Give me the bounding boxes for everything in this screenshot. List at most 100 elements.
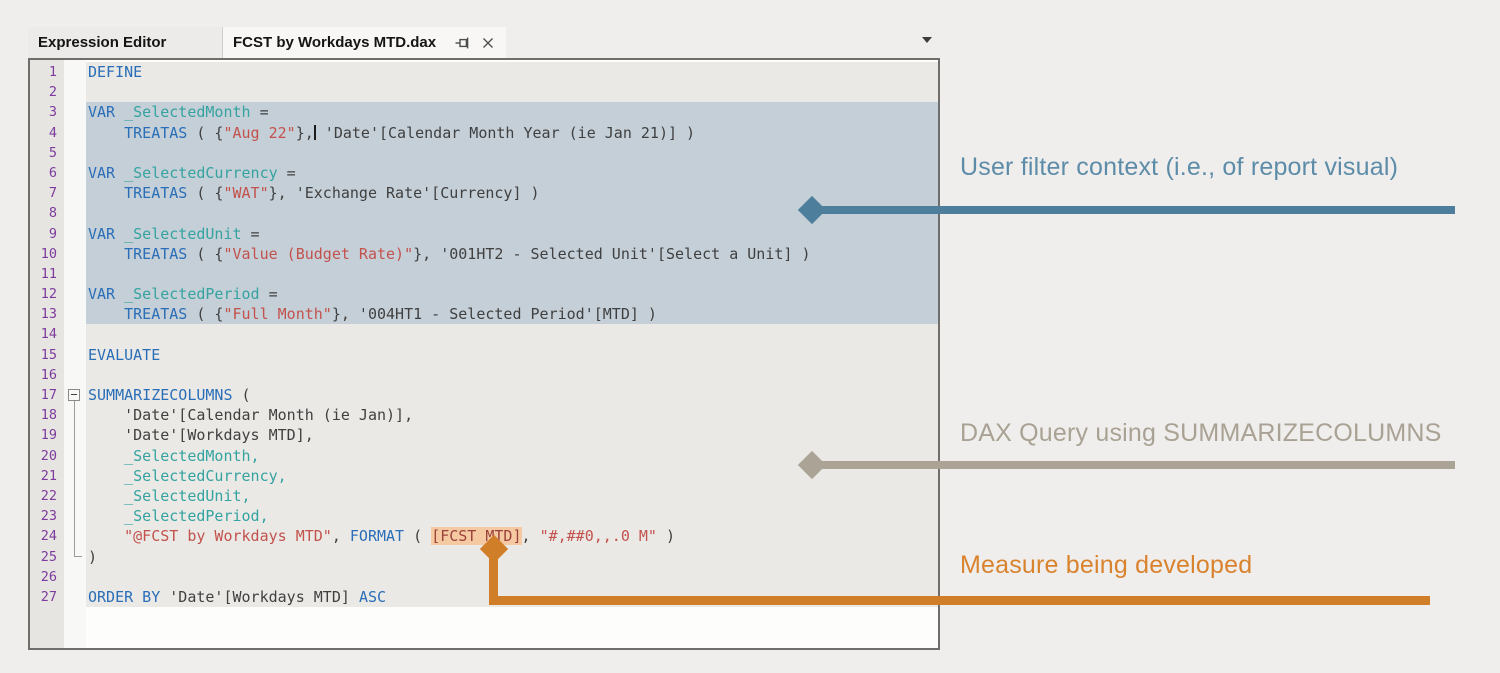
line-number: 24: [40, 528, 57, 545]
code-token: [88, 527, 124, 545]
code-token: =: [259, 285, 278, 304]
line-number: 22: [40, 487, 57, 504]
code-token: [115, 285, 124, 303]
code-text[interactable]: [86, 82, 938, 103]
fold-margin: [64, 224, 86, 244]
fold-connector: [74, 401, 75, 406]
connector-stem-measure: [489, 550, 498, 605]
code-text[interactable]: 'Date'[Workdays MTD],: [86, 425, 938, 446]
code-line: 7 TREATAS ( {"WAT"}, 'Exchange Rate'[Cur…: [30, 183, 938, 204]
code-text[interactable]: _SelectedPeriod,: [86, 506, 938, 527]
code-token: ASC: [358, 587, 387, 606]
fold-margin: [64, 345, 86, 365]
code-token: EVALUATE: [88, 345, 161, 364]
fold-connector: [74, 405, 75, 426]
code-text[interactable]: [86, 324, 938, 345]
line-number: 5: [48, 144, 57, 161]
line-number: 27: [40, 588, 57, 605]
connector-line-filter-context: [810, 206, 1455, 214]
code-text[interactable]: VAR _SelectedMonth =: [86, 102, 938, 123]
code-token: (: [232, 386, 251, 404]
code-token: VAR: [88, 224, 116, 243]
code-token: _SelectedMonth: [124, 103, 251, 122]
line-number: 21: [40, 467, 57, 484]
fold-connector: [74, 526, 75, 547]
code-text[interactable]: [86, 203, 938, 224]
code-token: TREATAS: [124, 244, 188, 263]
fold-margin: [64, 365, 86, 385]
line-number: 19: [40, 427, 57, 444]
code-text[interactable]: _SelectedCurrency,: [86, 465, 938, 486]
fold-margin: [64, 203, 86, 223]
code-line: 21 _SelectedCurrency,: [30, 465, 938, 486]
code-token: }, '001HT2 - Selected Unit'[Select a Uni…: [413, 244, 811, 263]
code-text[interactable]: [86, 263, 938, 285]
text-cursor: [313, 124, 316, 140]
line-number: 8: [48, 205, 57, 222]
code-token: SUMMARIZECOLUMNS: [88, 386, 233, 404]
code-token: [88, 507, 124, 525]
code-text[interactable]: TREATAS ( {"WAT"}, 'Exchange Rate'[Curre…: [86, 183, 938, 204]
line-number: 11: [40, 265, 57, 282]
code-text[interactable]: VAR _SelectedPeriod =: [86, 284, 938, 305]
code-token: },: [295, 123, 314, 142]
panel-title: Expression Editor: [28, 27, 223, 58]
code-token: =: [250, 103, 269, 122]
code-text[interactable]: 'Date'[Calendar Month (ie Jan)],: [86, 405, 938, 426]
code-text[interactable]: _SelectedMonth,: [86, 445, 938, 466]
code-text[interactable]: [86, 566, 938, 587]
code-text[interactable]: VAR _SelectedCurrency =: [86, 162, 938, 184]
code-text[interactable]: [86, 364, 938, 385]
code-text[interactable]: TREATAS ( {"Value (Budget Rate)"}, '001H…: [86, 243, 938, 264]
code-token: _SelectedUnit,: [124, 486, 251, 505]
chevron-down-icon[interactable]: [922, 37, 932, 43]
code-text[interactable]: _SelectedUnit,: [86, 485, 938, 507]
code-text[interactable]: DEFINE: [86, 62, 938, 83]
fold-margin: [64, 82, 86, 102]
tab-fcst-by-workdays-mtd[interactable]: FCST by Workdays MTD.dax: [223, 27, 506, 58]
code-token: ORDER BY: [88, 587, 161, 606]
code-token: "Value (Budget Rate)": [223, 244, 414, 263]
code-line: 23 _SelectedPeriod,: [30, 506, 938, 527]
line-number: 20: [40, 447, 57, 464]
pushpin-icon[interactable]: [454, 35, 470, 51]
line-number: 18: [40, 407, 57, 424]
code-token: _SelectedMonth,: [124, 446, 260, 465]
code-text[interactable]: "@FCST by Workdays MTD", FORMAT ( [FCST …: [86, 526, 938, 547]
fold-margin: [64, 465, 86, 486]
code-line: 26: [30, 566, 938, 587]
code-token: [115, 164, 124, 182]
code-text[interactable]: VAR _SelectedUnit =: [86, 223, 938, 244]
fold-margin: [64, 546, 86, 567]
code-text[interactable]: TREATAS ( {"Full Month"}, '004HT1 - Sele…: [86, 304, 938, 325]
code-text[interactable]: EVALUATE: [86, 344, 938, 365]
code-token: ): [656, 527, 676, 546]
fold-margin: [64, 506, 86, 527]
code-line: 17 SUMMARIZECOLUMNS (: [30, 385, 938, 406]
code-text[interactable]: [86, 142, 938, 163]
code-token: [88, 467, 124, 485]
fold-connector: [74, 506, 75, 527]
close-icon[interactable]: [480, 35, 496, 51]
code-text[interactable]: TREATAS ( {"Aug 22"}, 'Date'[Calendar Mo…: [86, 122, 938, 143]
code-token: _SelectedPeriod: [124, 285, 260, 304]
connector-line-measure: [489, 596, 1430, 605]
fold-connector: [74, 425, 75, 446]
fold-collapse-button[interactable]: [68, 389, 80, 401]
code-text[interactable]: SUMMARIZECOLUMNS (: [86, 385, 938, 406]
code-token: _SelectedPeriod,: [124, 507, 269, 526]
code-line: 25): [30, 546, 938, 567]
line-number: 17: [40, 387, 57, 403]
code-token: ( {: [187, 244, 224, 263]
code-token: [88, 305, 124, 323]
code-line: 24 "@FCST by Workdays MTD", FORMAT ( [FC…: [30, 526, 938, 547]
line-number: 2: [48, 84, 57, 101]
code-text[interactable]: ): [86, 546, 938, 567]
